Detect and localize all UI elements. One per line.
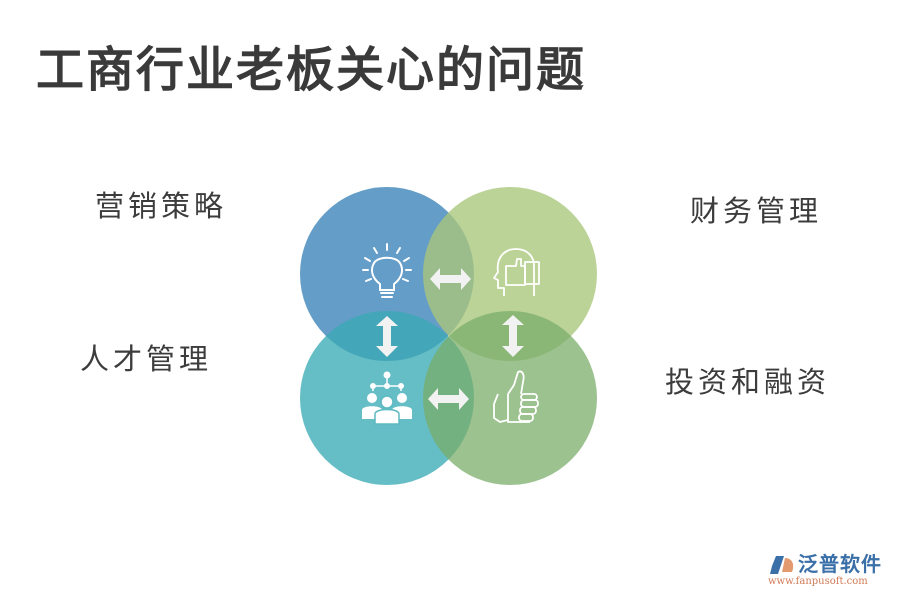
head-thumbs-up-icon	[493, 248, 540, 296]
label-marketing: 营销策略	[95, 189, 228, 223]
label-finance: 财务管理	[690, 194, 823, 228]
vertical-arrow-right	[502, 315, 524, 357]
circle-investment	[423, 311, 597, 485]
circle-marketing	[300, 187, 474, 361]
logo-url: www.fanpusoft.com	[768, 576, 868, 587]
team-network-icon	[362, 371, 412, 425]
logo-icon	[770, 556, 794, 574]
lightbulb-icon	[362, 243, 412, 298]
logo-name: 泛普软件	[798, 552, 882, 576]
horizontal-arrow-bottom	[428, 388, 469, 410]
page-title: 工商行业老板关心的问题	[36, 42, 587, 98]
label-talent: 人才管理	[80, 342, 213, 376]
vertical-arrow-left	[376, 316, 398, 357]
label-investment: 投资和融资	[665, 365, 831, 399]
thumbs-up-icon	[493, 370, 539, 423]
brand-logo: 泛普软件 www.fanpusoft.com	[768, 552, 893, 592]
circle-finance	[423, 187, 597, 361]
horizontal-arrow-top	[430, 268, 471, 290]
